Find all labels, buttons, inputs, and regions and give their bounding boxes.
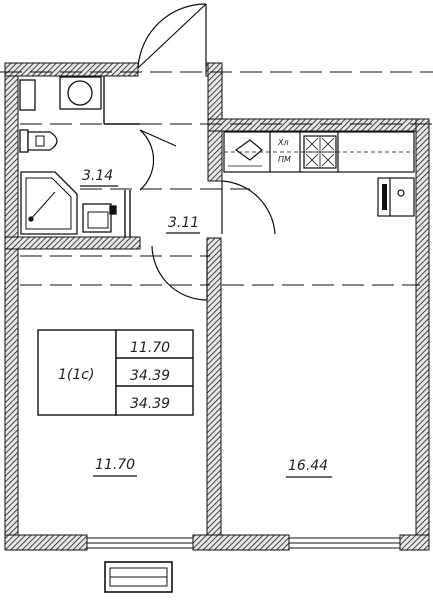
wall-right [415,118,430,551]
wall-left [4,62,19,551]
summary-type-cell [37,329,117,416]
summary-values-cell [115,329,194,416]
hall-area-label: 3.11 [168,215,199,231]
wall-bottom-middle [192,534,290,551]
wall-top-bath [4,62,139,77]
walls [4,62,430,551]
total-area-with-balcony-value: 34.39 [130,396,170,412]
living-area-value: 11.70 [130,340,170,356]
wall-bathroom-bottom [4,236,141,250]
fridge-label: Хл [277,138,289,147]
bathroom-area-label: 3.14 [82,168,113,184]
kitchen-fixtures [223,131,415,217]
kitchen-area-label: 16.44 [288,458,328,474]
dishwasher-label: ПМ [278,155,291,164]
windows [86,537,401,549]
total-area-value: 34.39 [130,368,170,384]
wall-top-kitchen [207,118,430,132]
cabinet [19,79,36,111]
bedroom-area-label: 11.70 [95,457,135,473]
shower-tray [20,171,78,235]
toilet-tank [19,129,29,153]
wall-bottom-right [399,534,430,551]
toilet-bowl [27,131,58,151]
balcony-step [104,561,173,593]
bathroom-fixtures [19,76,117,235]
wall-bottom-left [4,534,88,551]
washing-machine-drum [67,80,93,106]
summary-box [37,329,194,416]
apartment-type-label: 1(1с) [58,367,94,383]
